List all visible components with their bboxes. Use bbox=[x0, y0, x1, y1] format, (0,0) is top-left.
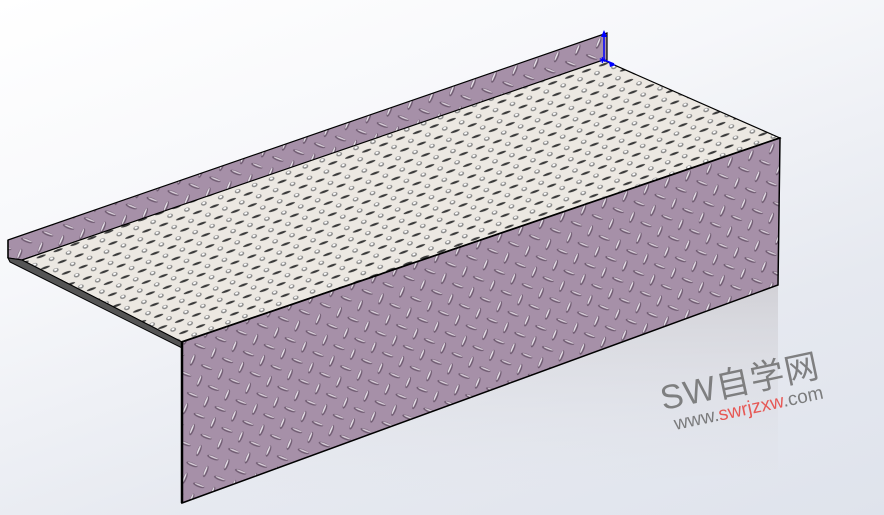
origin-triad-icon: ✱ bbox=[599, 30, 616, 67]
floor-reflection bbox=[182, 285, 778, 515]
svg-text:✱: ✱ bbox=[599, 56, 606, 65]
